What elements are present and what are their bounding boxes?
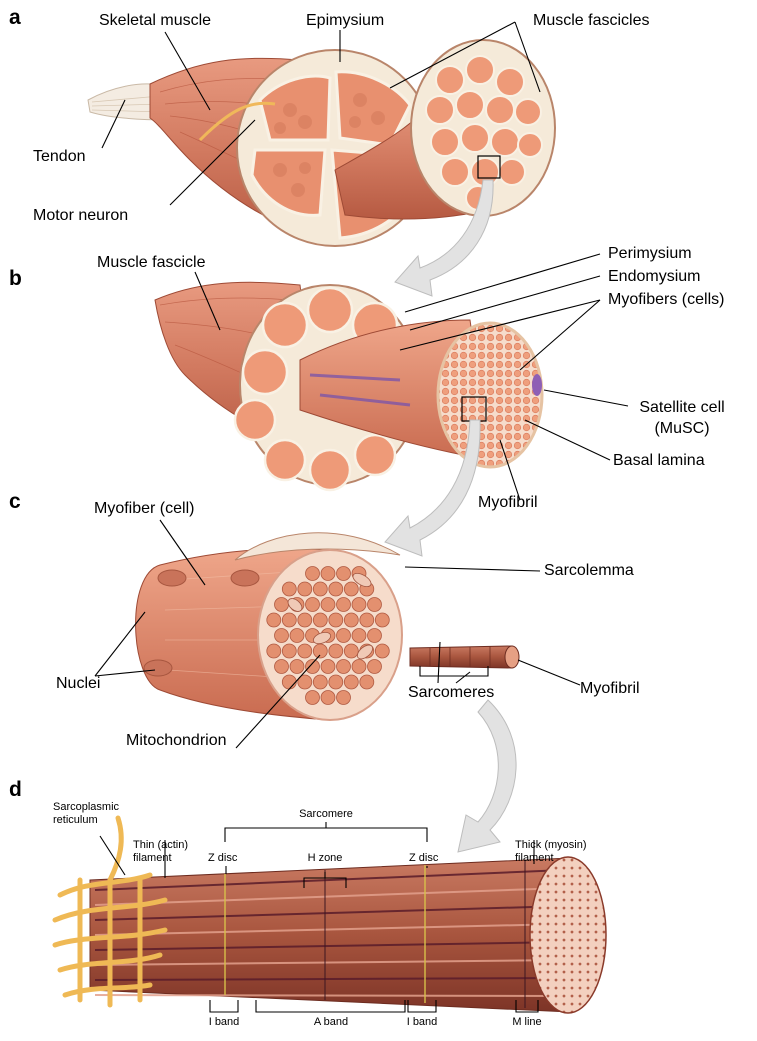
myofiber-end-b — [438, 323, 542, 467]
myofibril-cross-section — [321, 691, 335, 705]
myofibril-cross-section — [352, 660, 366, 674]
myofibril-cross-section — [360, 613, 374, 627]
myofibril-cross-section — [313, 582, 327, 596]
myofibril-cross-section — [267, 644, 281, 658]
myofibril-cross-section — [337, 598, 351, 612]
label-a-band: A band — [300, 1016, 362, 1029]
myofibril-cross-section — [321, 567, 335, 581]
myofibril-cross-section — [282, 644, 296, 658]
label-myofibril-c: Myofibril — [580, 680, 640, 698]
myofibril-cross-section — [368, 629, 382, 643]
myofibril-cross-section — [306, 598, 320, 612]
label-myofibril-b: Myofibril — [478, 494, 538, 512]
myofibril-cross-section — [375, 613, 389, 627]
label-thin-line1: Thin (actin) — [133, 839, 188, 852]
label-h-zone: H zone — [295, 852, 355, 865]
myofibril-cross-section — [282, 613, 296, 627]
label-skeletal-muscle: Skeletal muscle — [99, 12, 211, 30]
myofibril-cross-section — [313, 644, 327, 658]
myofibril-cross-section — [306, 567, 320, 581]
myofibril-cross-section — [375, 644, 389, 658]
myofibril-cross-section — [275, 660, 289, 674]
myofibril-cross-section — [329, 675, 343, 689]
label-perimysium: Perimysium — [608, 245, 692, 263]
myofibril-cross-section — [344, 582, 358, 596]
label-sarcomeres: Sarcomeres — [408, 684, 494, 702]
myofibril-cross-section — [321, 598, 335, 612]
label-basal-lamina: Basal lamina — [613, 452, 705, 470]
label-m-line: M line — [500, 1016, 554, 1029]
myofibril-cross-section — [344, 644, 358, 658]
panel-label-d: d — [9, 778, 22, 802]
label-sarcolemma: Sarcolemma — [544, 562, 634, 580]
nucleus-1 — [158, 570, 186, 586]
myofibril-cross-section — [337, 567, 351, 581]
myofibril-cross-section — [290, 629, 304, 643]
myofibril-cross-section — [298, 644, 312, 658]
label-epimysium: Epimysium — [306, 12, 384, 30]
myofibril-cross-section — [298, 613, 312, 627]
myofibril-cross-section — [329, 613, 343, 627]
myofibril-cross-section — [290, 660, 304, 674]
nucleus-2 — [231, 570, 259, 586]
myofibril-cross-section — [313, 675, 327, 689]
myofibril-cross-section — [360, 675, 374, 689]
zoom-arrows — [385, 180, 516, 852]
myofibril-cross-section — [298, 582, 312, 596]
myofibril-cross-section — [329, 644, 343, 658]
myofibril-cross-section — [344, 675, 358, 689]
myofibril-cross-section — [306, 691, 320, 705]
label-muscle-fascicle: Muscle fascicle — [97, 254, 205, 272]
label-nuclei: Nuclei — [56, 675, 100, 693]
myofibril-cross-section — [321, 660, 335, 674]
panel-label-b: b — [9, 267, 22, 291]
myofibril-cross-section — [267, 613, 281, 627]
myofibril-c-end — [505, 646, 519, 668]
label-i-band-right: I band — [396, 1016, 448, 1029]
myofibril-cross-section — [368, 660, 382, 674]
label-endomysium: Endomysium — [608, 268, 700, 286]
label-musc: (MuSC) — [628, 420, 736, 438]
satellite-cell-shape — [532, 374, 542, 396]
label-mitochondrion: Mitochondrion — [126, 732, 227, 750]
myofibril-cross-section — [275, 598, 289, 612]
myofibril-cross-section — [352, 629, 366, 643]
myofibril-cross-section — [282, 675, 296, 689]
myofibril-cross-section — [337, 660, 351, 674]
myofibril-cross-section — [337, 629, 351, 643]
panel-label-a: a — [9, 6, 21, 30]
label-muscle-fascicles: Muscle fascicles — [533, 12, 649, 30]
myofiber-d-shape — [90, 858, 570, 1012]
myofibril-c-shape — [410, 646, 518, 668]
label-thin-line2: filament — [133, 852, 172, 865]
label-i-band-left: I band — [198, 1016, 250, 1029]
label-satellite-cell: Satellite cell — [628, 399, 736, 417]
myofibril-cross-section — [313, 613, 327, 627]
myofibril-cross-section — [337, 691, 351, 705]
label-myofibers: Myofibers (cells) — [608, 291, 724, 309]
label-z-disc-left: Z disc — [208, 852, 237, 865]
myofibril-cross-section — [329, 582, 343, 596]
label-sr-line1: Sarcoplasmic — [53, 801, 119, 814]
label-sarcomere: Sarcomere — [290, 808, 362, 821]
myofiber-d-end — [530, 857, 606, 1013]
myofibril-cross-section — [282, 582, 296, 596]
myofibril-cross-section — [275, 629, 289, 643]
label-tendon: Tendon — [33, 148, 86, 166]
label-thick-line2: filament — [515, 852, 554, 865]
label-thick-line1: Thick (myosin) — [515, 839, 587, 852]
label-sr-line2: reticulum — [53, 814, 98, 827]
myofibril-cross-section — [306, 660, 320, 674]
label-myofiber: Myofiber (cell) — [94, 500, 194, 518]
label-z-disc-right: Z disc — [409, 852, 438, 865]
nucleus-3 — [144, 660, 172, 676]
myofibril-cross-section — [368, 598, 382, 612]
myofibril-cross-section — [344, 613, 358, 627]
myofibril-cross-section — [352, 598, 366, 612]
panel-label-c: c — [9, 490, 21, 514]
zoom-arrow-c-d — [458, 700, 516, 852]
label-motor-neuron: Motor neuron — [33, 207, 128, 225]
